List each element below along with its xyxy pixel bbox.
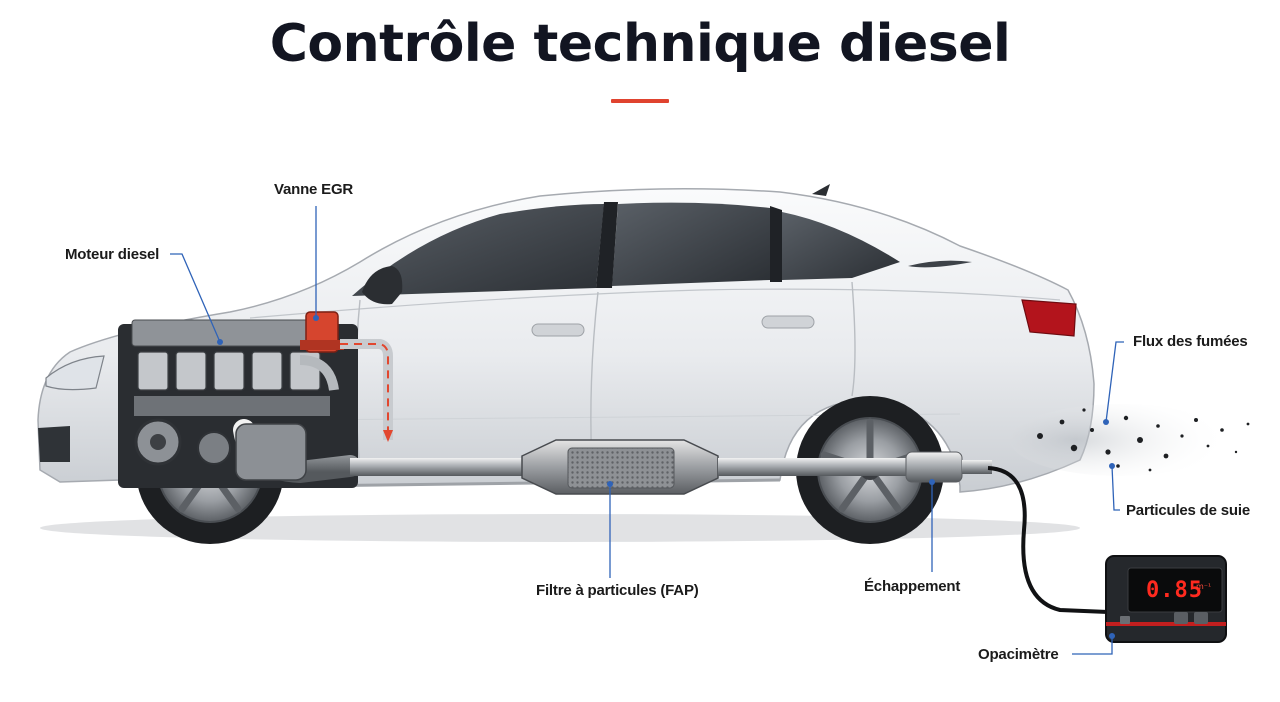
egr-flow-loop xyxy=(340,339,393,442)
opacimeter-reading: 0.85 xyxy=(1146,578,1203,603)
label-echappement: Échappement xyxy=(864,578,961,595)
exhaust-system xyxy=(233,419,992,495)
label-vanne-egr: Vanne EGR xyxy=(274,181,354,198)
egr-valve xyxy=(300,311,344,353)
label-flux-fumees: Flux des fumées xyxy=(1133,333,1248,350)
grille xyxy=(38,426,70,462)
antenna xyxy=(812,184,830,196)
callout-dots xyxy=(217,315,1115,639)
label-filtre-particules: Filtre à particules (FAP) xyxy=(536,582,699,599)
side-mirror xyxy=(362,266,403,305)
callout-lines xyxy=(170,206,1124,655)
probe-cable xyxy=(987,466,1109,614)
page-title: Contrôle technique diesel xyxy=(269,14,1011,74)
car-windows xyxy=(352,202,972,296)
tail-light xyxy=(1021,299,1077,337)
opacimeter-unit: m⁻¹ xyxy=(1196,582,1212,591)
label-opacimetre: Opacimètre xyxy=(978,646,1059,663)
title-underline xyxy=(611,99,669,103)
headlight xyxy=(45,355,105,391)
opacimeter-device xyxy=(1105,555,1227,643)
label-particules-suie: Particules de suie xyxy=(1126,502,1250,519)
label-moteur-diesel: Moteur diesel xyxy=(65,246,160,263)
smoke-plume xyxy=(1010,404,1250,476)
